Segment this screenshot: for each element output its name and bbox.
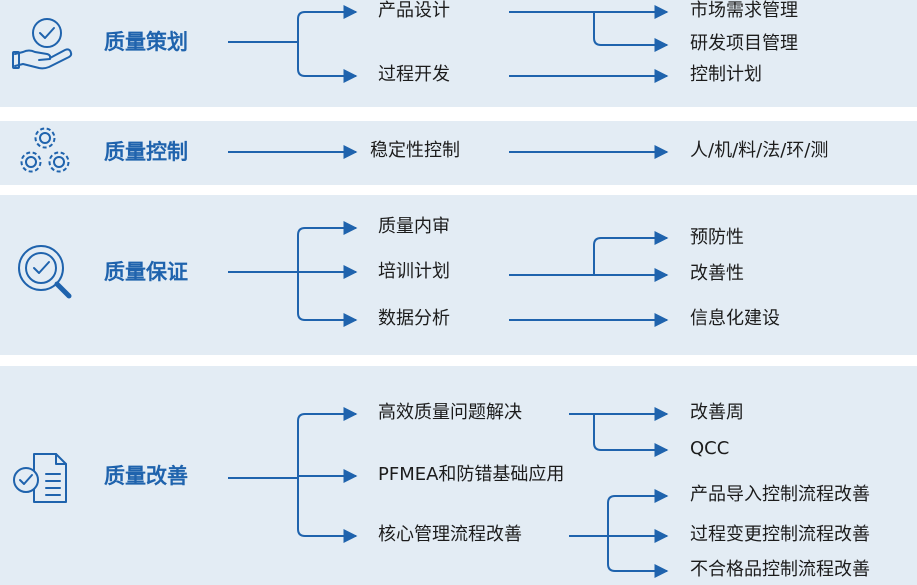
node-problem-solving: 高效质量问题解决 xyxy=(378,402,522,423)
node-npi-process: 产品导入控制流程改善 xyxy=(690,484,870,505)
node-core-process: 核心管理流程改善 xyxy=(378,524,522,545)
node-rd-project: 研发项目管理 xyxy=(690,33,798,54)
connector-design-rd xyxy=(593,12,669,52)
connector-core-branch-bottom xyxy=(607,536,669,578)
section-title-control: 质量控制 xyxy=(104,140,188,164)
node-market-demand: 市场需求管理 xyxy=(690,0,798,21)
connector-problem-qcc xyxy=(593,414,669,457)
node-digitalization: 信息化建设 xyxy=(690,308,780,329)
node-kaizen-week: 改善周 xyxy=(690,402,744,423)
node-process-development: 过程开发 xyxy=(378,64,450,85)
connector-branch-planning xyxy=(297,11,310,77)
document-check-icon xyxy=(13,453,67,503)
section-band-control xyxy=(0,121,917,185)
section-title-assurance: 质量保证 xyxy=(104,260,188,284)
node-internal-audit: 质量内审 xyxy=(378,216,450,237)
node-qcc: QCC xyxy=(690,438,730,459)
node-data-analysis: 数据分析 xyxy=(378,308,450,329)
section-band-assurance xyxy=(0,195,917,355)
node-product-design: 产品设计 xyxy=(378,0,450,21)
connector-core-branch-top xyxy=(607,489,669,536)
connector-training-branch xyxy=(593,231,669,275)
node-nonconforming-process: 不合格品控制流程改善 xyxy=(690,559,870,580)
connector-branch-assurance xyxy=(297,227,310,321)
section-band-improvement xyxy=(0,366,917,585)
section-title-planning: 质量策划 xyxy=(104,30,188,54)
node-change-process: 过程变更控制流程改善 xyxy=(690,524,870,545)
node-training-plan: 培训计划 xyxy=(378,261,450,282)
node-corrective: 改善性 xyxy=(690,263,744,284)
magnifier-check-icon xyxy=(18,245,72,299)
node-preventive: 预防性 xyxy=(690,227,744,248)
gears-icon xyxy=(20,127,70,173)
node-6m: 人/机/料/法/环/测 xyxy=(690,140,829,161)
node-pfmea: PFMEA和防错基础应用 xyxy=(378,464,565,485)
node-stability-control: 稳定性控制 xyxy=(370,140,460,161)
section-title-improvement: 质量改善 xyxy=(104,464,188,488)
hand-check-icon xyxy=(12,18,73,70)
node-control-plan: 控制计划 xyxy=(690,64,762,85)
section-band-planning xyxy=(0,0,917,107)
